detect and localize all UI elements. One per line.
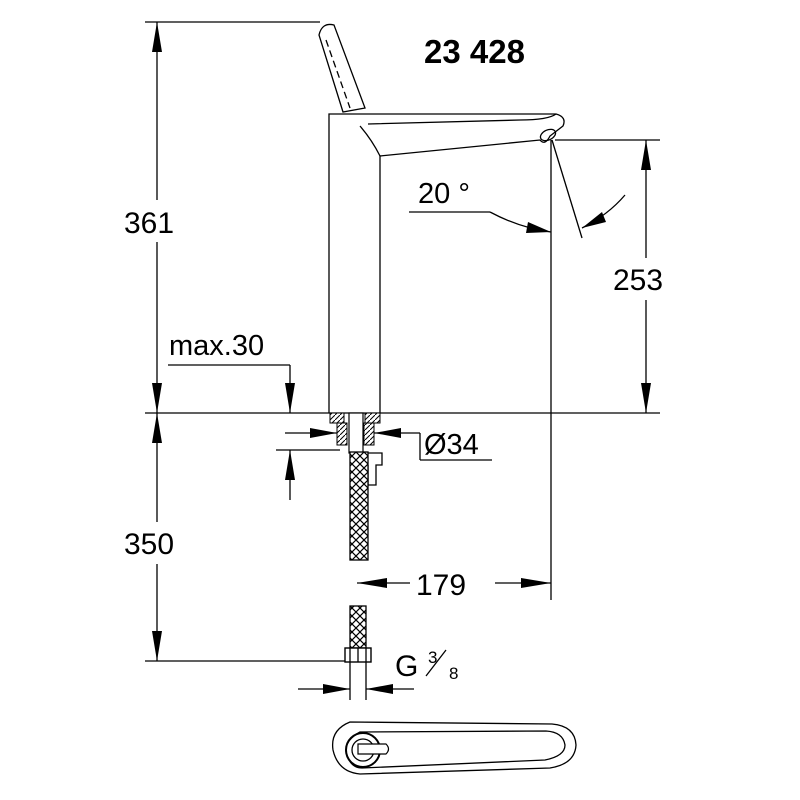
dimension-361 <box>118 21 320 413</box>
dimension-angle-label: 20 ° <box>418 178 470 210</box>
dimension-angle-20 <box>409 139 626 239</box>
dimension-max-30-label: max.30 <box>169 330 264 362</box>
thread-denominator: 8 <box>449 664 458 683</box>
dimension-179 <box>357 140 552 602</box>
supply-hose-lower <box>349 605 367 649</box>
dimension-179-label: 179 <box>416 569 466 602</box>
hose-nut <box>344 647 372 700</box>
dimension-max-30 <box>168 364 340 500</box>
faucet-body <box>318 23 565 413</box>
thread-letter: G <box>395 650 418 683</box>
dimension-350 <box>118 413 345 662</box>
mounting-assembly <box>329 412 383 486</box>
dimension-361-label: 361 <box>124 207 174 240</box>
dimension-253-label: 253 <box>613 264 663 297</box>
dimension-diameter-34-label: Ø34 <box>424 429 479 461</box>
supply-hose-upper <box>349 451 369 561</box>
thread-numerator: 3 <box>428 648 437 667</box>
dimension-diameter-34 <box>285 428 492 461</box>
faucet-top-view <box>331 721 577 775</box>
model-number: 23 428 <box>424 33 525 70</box>
dimension-thread <box>298 649 447 694</box>
dimension-253 <box>555 139 686 413</box>
dimension-350-label: 350 <box>124 528 174 561</box>
